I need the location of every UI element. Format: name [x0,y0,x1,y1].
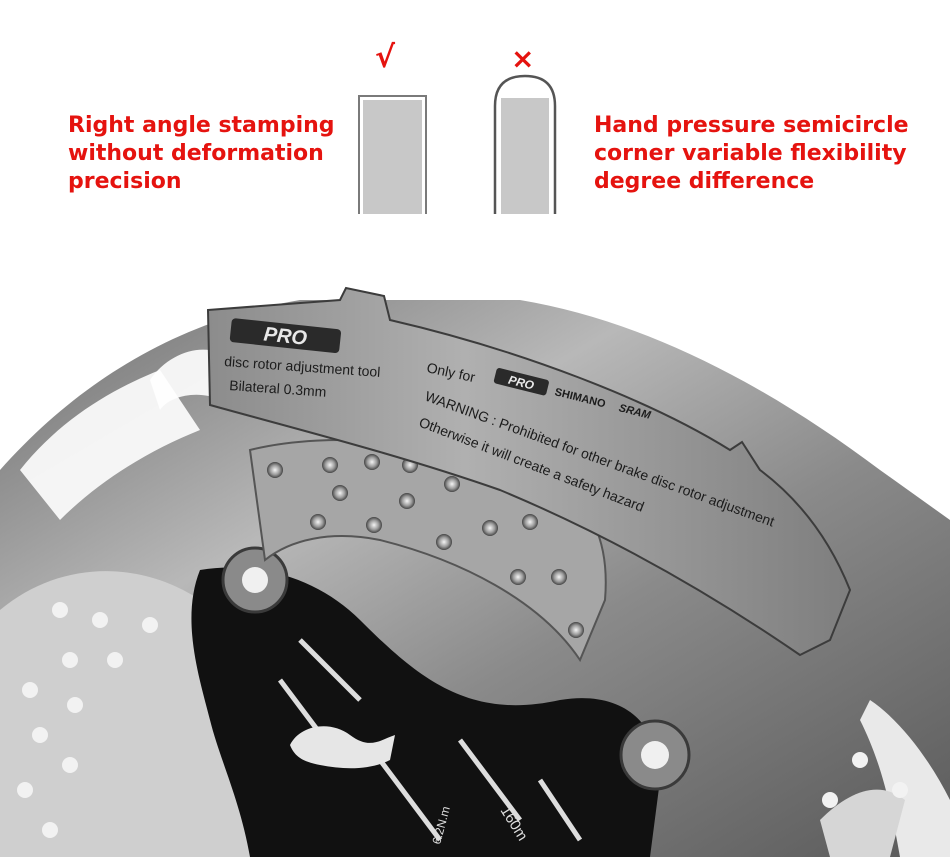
adjustment-tool [206,286,852,657]
panther-logo-icon [290,726,395,769]
rotor-photo-illustration: 160m 6.2N.m [0,286,950,857]
check-mark-icon: √ [375,40,396,75]
tool-label-line-2: Bilateral 0.3mm [229,377,327,400]
semicircle-diagram [493,74,557,214]
left-caption-line-2: without deformation [68,141,324,166]
rotor-cutout [20,370,200,520]
brand-pro-logo-text: PRO [507,373,536,393]
left-caption-line-1: Right angle stamping [68,113,335,138]
comparison-panel: Right angle stamping without deformation… [0,0,950,250]
vent-holes [267,454,584,638]
left-caption: Right angle stamping without deformation… [68,112,335,196]
right-angle-diagram [358,95,427,214]
left-caption-line-3: precision [68,169,182,194]
outer-ring-holes [17,602,908,838]
carrier-stripes [278,638,583,842]
right-caption-line-1: Hand pressure semicircle [594,113,909,138]
pro-logo-icon: PRO [229,318,342,353]
pro-logo-text: PRO [263,323,309,349]
right-caption-line-3: degree difference [594,169,815,194]
rotor-cutout [860,700,950,857]
product-photo: 160m 6.2N.m [0,250,950,857]
rotor-cutout [820,789,905,857]
right-angle-block [363,100,422,214]
right-caption: Hand pressure semicircle corner variable… [594,112,909,196]
right-caption-line-2: corner variable flexibility [594,141,907,166]
rotor-bolt-hole [641,741,669,769]
semicircle-block [501,98,549,214]
cross-mark-icon: × [511,42,535,75]
rotor-bolt-hole [242,567,268,593]
